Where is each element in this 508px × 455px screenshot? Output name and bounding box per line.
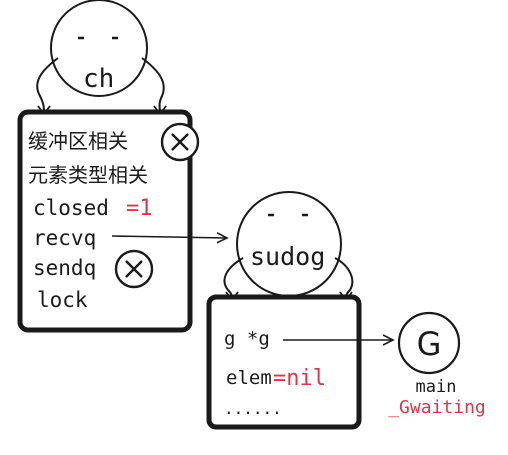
ch-head: [50, 0, 148, 97]
goroutine-circle: [397, 311, 461, 375]
ch-field-closed: closed: [33, 196, 109, 220]
sudog-field-more: ......: [224, 399, 282, 418]
ch-name: ch: [83, 64, 114, 94]
sudog-box: [206, 294, 362, 430]
arrow-icon: [111, 236, 227, 238]
ch-character: ch: [36, 0, 167, 116]
ch-field-sendq: sendq: [33, 256, 96, 280]
goroutine-label: G: [417, 325, 442, 363]
sudog-name: sudog: [250, 242, 325, 271]
sudog-field-g: g *g: [224, 328, 270, 350]
x-mark-lines: [125, 260, 143, 278]
sudog-field-elem: elem: [226, 367, 272, 389]
sudog-field-elem-value: =nil: [273, 366, 326, 391]
ch-field-lock: lock: [37, 288, 88, 312]
x-mark-lines: [171, 133, 189, 151]
ch-field-recvq: recvq: [33, 226, 96, 250]
ch-field-buffer: 缓冲区相关: [28, 129, 128, 153]
sudog-character: sudog: [223, 191, 354, 302]
ch-arm-right: [141, 57, 165, 113]
ch-field-elemtype: 元素类型相关: [28, 163, 148, 187]
goroutine-name: main: [416, 377, 457, 397]
ch-arm-left: [36, 57, 59, 113]
goroutine-status: _Gwaiting: [388, 397, 486, 418]
ch-field-closed-value: =1: [126, 196, 153, 221]
